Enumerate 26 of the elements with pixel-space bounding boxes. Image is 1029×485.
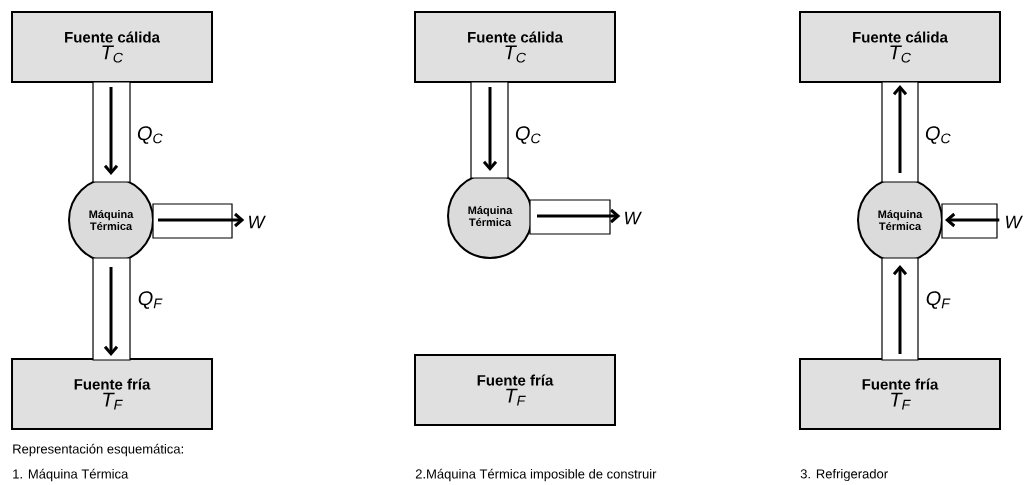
work-label: W [1006,215,1023,229]
caption-text: 3. Refrigerador [800,468,888,482]
caption-text: 2.Máquina Térmica imposible de construir [415,468,657,482]
source-box: Fuente cálida T$_{C}$ [11,11,213,83]
source-box: Fuente cálida T$_{C}$ [414,11,616,83]
work-label: W [249,215,266,229]
edge-label: Q$_{C}$ [515,126,541,144]
edge-label: Q$_{C}$ [137,126,163,144]
heat-flow-arrow [941,203,1000,239]
source-box: Fuente cálida T$_{C}$ [799,11,1001,83]
heat-flow-arrow [152,203,245,239]
heat-flow-arrow [92,81,131,183]
edge-label: Q$_{C}$ [925,126,951,144]
work-label: W [625,211,642,225]
caption-text: Representación esquemática: [13,443,183,457]
source-box: Fuente fría T$_{F}$ [11,358,213,430]
heat-flow-arrow [881,81,919,183]
source-box: Fuente fría T$_{F}$ [799,358,1001,430]
edge-label: Q$_{F}$ [926,291,951,309]
heat-flow-arrow [92,257,131,361]
heat-flow-arrow [881,257,919,361]
heat-flow-arrow [470,81,509,179]
heat-flow-arrow [529,199,621,235]
caption-text: 1. Máquina Térmica [13,468,129,482]
edge-label: Q$_{F}$ [138,291,163,309]
source-box: Fuente fría T$_{F}$ [414,354,616,426]
